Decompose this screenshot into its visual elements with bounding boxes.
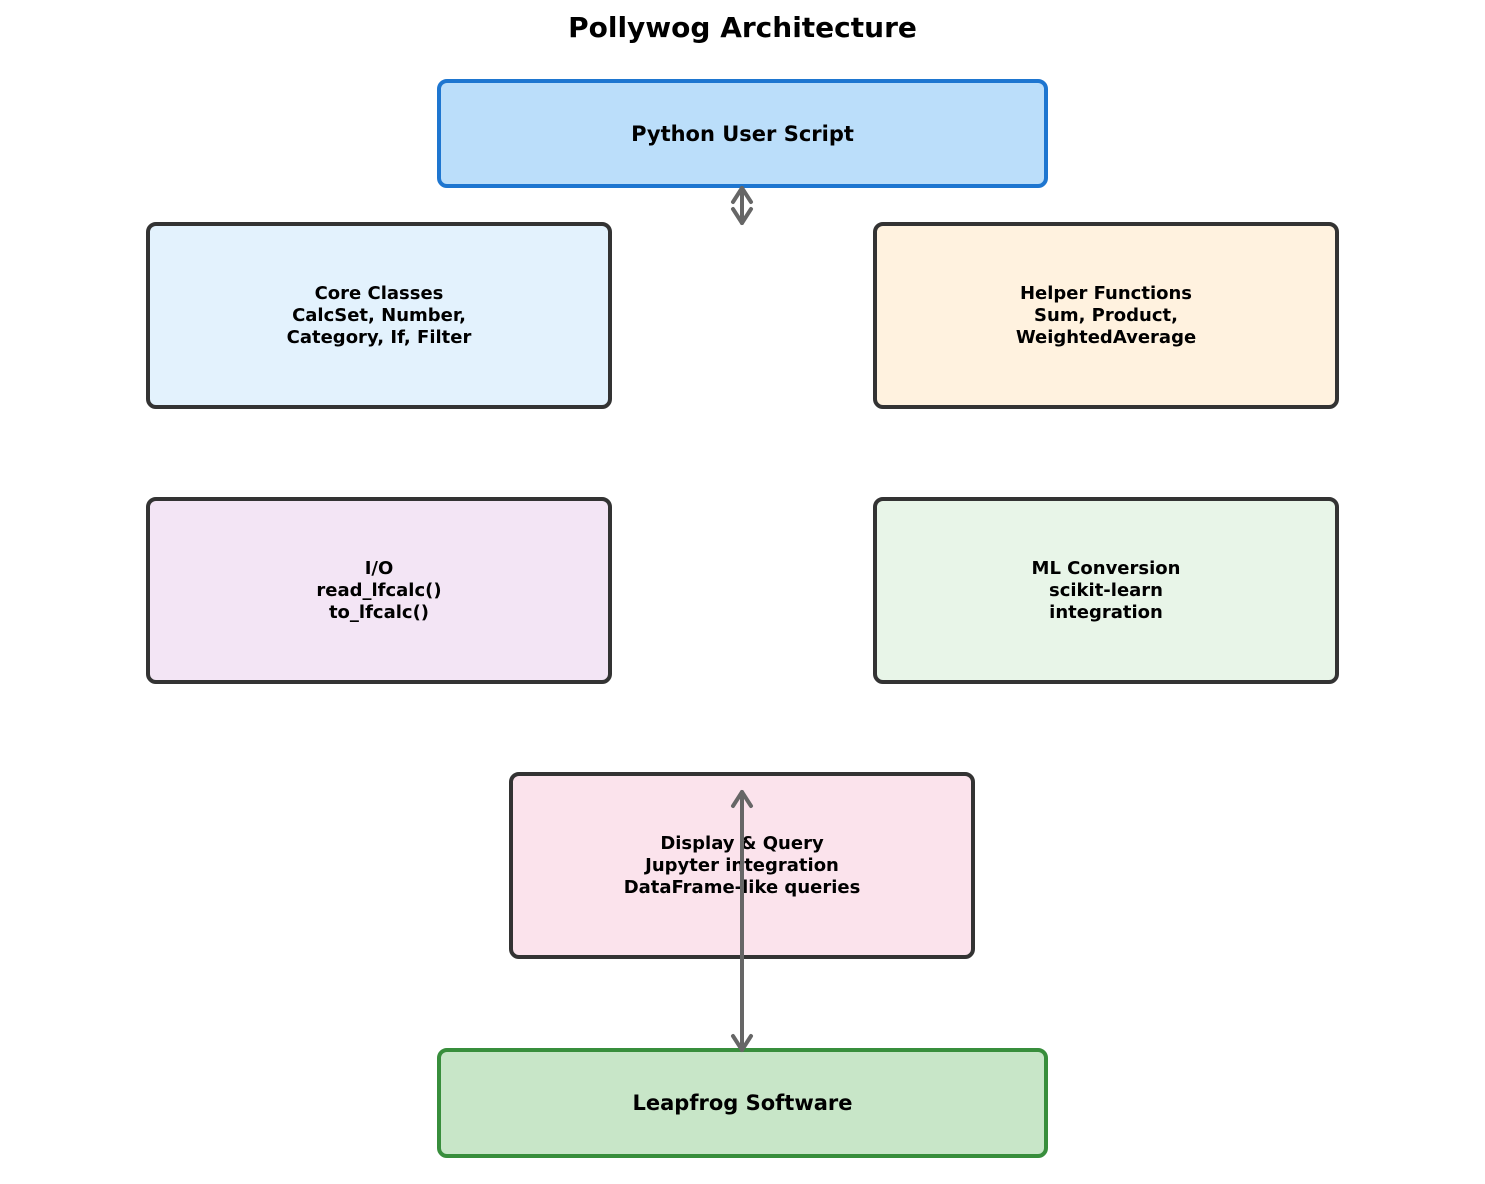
node-label: I/O <box>364 557 394 579</box>
node-label: to_lfcalc() <box>328 601 430 623</box>
node-label: Python User Script <box>631 121 854 146</box>
node-helper-functions: Helper Functions Sum, Product, WeightedA… <box>873 222 1339 409</box>
node-label: Core Classes <box>314 282 444 304</box>
node-label: scikit-learn <box>1049 579 1163 601</box>
node-label: Leapfrog Software <box>632 1091 853 1115</box>
node-label: ML Conversion <box>1031 557 1181 579</box>
node-python-user-script: Python User Script <box>437 79 1048 188</box>
node-ml-conversion: ML Conversion scikit-learn integration <box>873 497 1339 684</box>
node-label: Display & Query <box>660 832 824 854</box>
node-label: WeightedAverage <box>1015 326 1197 348</box>
node-label: CalcSet, Number, <box>292 304 466 326</box>
node-display-query: Display & Query Jupyter integration Data… <box>509 772 975 959</box>
node-label: Helper Functions <box>1019 282 1193 304</box>
node-label: Jupyter integration <box>645 854 839 876</box>
node-label: Category, If, Filter <box>286 326 472 348</box>
node-io: I/O read_lfcalc() to_lfcalc() <box>146 497 612 684</box>
node-core-classes: Core Classes CalcSet, Number, Category, … <box>146 222 612 409</box>
edge-user-script-core <box>731 186 753 225</box>
diagram-title: Pollywog Architecture <box>568 11 917 44</box>
node-label: Sum, Product, <box>1034 304 1178 326</box>
node-label: read_lfcalc() <box>316 579 442 601</box>
node-label: integration <box>1049 601 1163 623</box>
node-label: DataFrame-like queries <box>623 876 861 898</box>
node-leapfrog-software: Leapfrog Software <box>437 1048 1048 1158</box>
